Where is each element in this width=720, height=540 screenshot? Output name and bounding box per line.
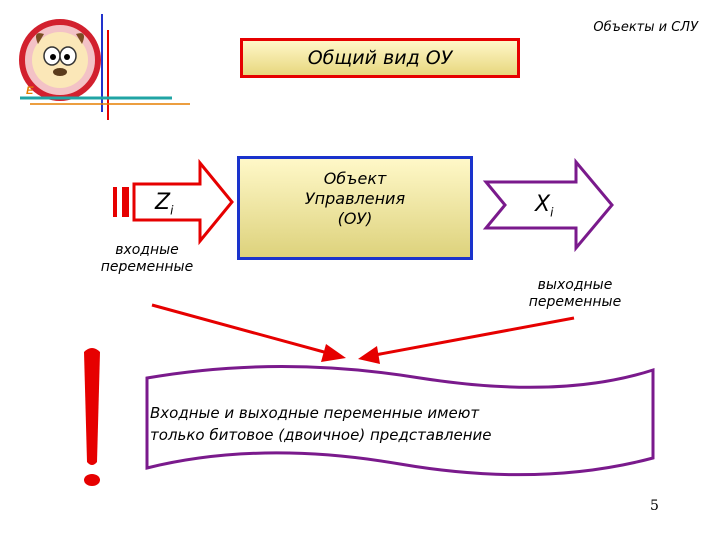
output-label: выходные переменные <box>510 277 640 311</box>
object-line-1: Объект <box>323 169 387 188</box>
object-line-2: Управления <box>304 189 406 208</box>
output-symbol-letter: X <box>535 192 551 217</box>
slide-subtitle: Объекты и СЛУ <box>593 20 698 35</box>
title-box: Общий вид ОУ <box>240 38 520 78</box>
pointer-arrows <box>151 303 575 364</box>
output-symbol-index: i <box>550 205 554 220</box>
page-number: 5 <box>650 498 659 514</box>
page-title: Общий вид ОУ <box>307 47 453 69</box>
output-symbol: Xi <box>535 192 553 219</box>
output-arrow <box>482 157 614 253</box>
input-label-line-2: переменные <box>100 259 194 275</box>
note-scroll <box>145 365 655 477</box>
svg-text:E: E <box>26 85 34 97</box>
input-label: входные переменные <box>82 242 212 276</box>
output-label-line-2: переменные <box>528 294 622 310</box>
logo-icon: E <box>19 19 101 101</box>
note-line-1: Входные и выходные переменные имеют <box>150 404 480 422</box>
note-line-2: только битовое (двоичное) представление <box>150 426 492 444</box>
input-symbol: Zi <box>155 190 173 217</box>
exclamation-icon <box>84 348 100 486</box>
output-label-line-1: выходные <box>537 277 613 293</box>
input-label-line-1: входные <box>115 242 179 258</box>
input-symbol-letter: Z <box>155 190 171 215</box>
object-box: Объект Управления (ОУ) <box>237 156 473 260</box>
input-symbol-index: i <box>170 203 174 218</box>
decor-lines <box>20 14 190 120</box>
object-line-3: (ОУ) <box>337 209 373 228</box>
input-arrow <box>113 158 234 246</box>
note-text: Входные и выходные переменные имеют толь… <box>150 402 590 446</box>
